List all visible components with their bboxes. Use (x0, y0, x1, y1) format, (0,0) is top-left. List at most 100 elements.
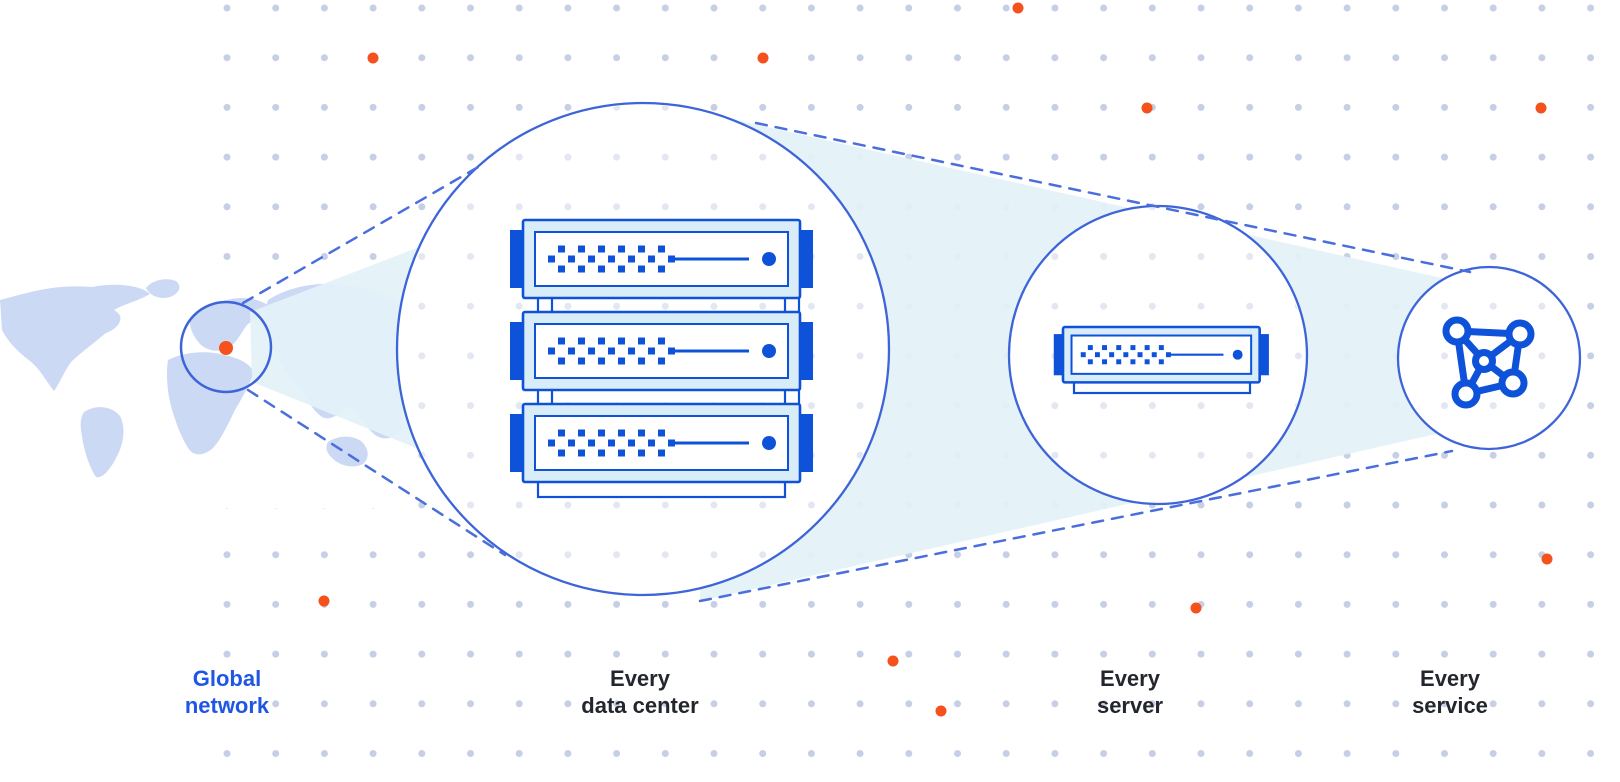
server-led (762, 436, 776, 450)
grid-dot (418, 551, 426, 559)
continent-africa (166, 352, 254, 455)
label-every-service: Every service (1412, 666, 1488, 718)
vent-dot (1144, 359, 1150, 365)
grid-dot (1587, 551, 1595, 559)
grid-dot (710, 4, 718, 12)
grid-dot (661, 600, 669, 608)
grid-dot (320, 750, 328, 757)
grid-dot (1148, 451, 1156, 459)
grid-dot (1489, 54, 1497, 62)
grid-dot (1002, 750, 1010, 757)
grid-dot (1246, 4, 1254, 12)
grid-dot (856, 103, 864, 111)
grid-dot (661, 750, 669, 757)
grid-dot (1489, 600, 1497, 608)
grid-dot (1100, 54, 1108, 62)
grid-dot (1538, 750, 1546, 757)
grid-dot (1392, 103, 1400, 111)
grid-dot (1051, 600, 1059, 608)
grid-dot (1489, 302, 1497, 310)
server-led (1232, 349, 1243, 360)
grid-dot (1392, 253, 1400, 260)
grid-dot (1441, 253, 1448, 260)
grid-dot (710, 203, 718, 211)
grid-dot (1441, 600, 1448, 608)
grid-dot (1343, 501, 1351, 509)
accent-dot-orange (935, 705, 947, 717)
grid-dot (1197, 750, 1205, 757)
grid-dot (954, 103, 961, 111)
grid-dot (807, 750, 815, 757)
grid-dot (564, 551, 572, 559)
vent-dot (598, 449, 605, 457)
grid-dot (1538, 501, 1546, 509)
grid-dot (905, 4, 913, 12)
vent-dot (568, 347, 575, 355)
grid-dot (807, 103, 815, 111)
grid-dot (515, 203, 523, 211)
grid-dot (272, 551, 280, 559)
label-every-server: Every server (1096, 666, 1164, 718)
grid-dot (223, 650, 231, 658)
grid-dot (856, 700, 864, 708)
grid-dot (320, 551, 328, 559)
grid-dot (272, 103, 280, 111)
server-unit (1053, 325, 1269, 384)
grid-dot (1197, 4, 1205, 12)
grid-dot (1051, 551, 1059, 559)
network-node (1442, 316, 1472, 346)
grid-dot (759, 153, 767, 161)
grid-dot (564, 750, 572, 757)
grid-dot (661, 551, 669, 559)
grid-dot (1489, 501, 1497, 509)
grid-dot (1587, 4, 1595, 12)
vent-dot (1165, 352, 1171, 358)
server-tab-right (800, 230, 813, 288)
grid-dot (710, 600, 718, 608)
grid-dot (613, 700, 621, 708)
grid-dot (1051, 750, 1059, 757)
grid-dot (710, 501, 718, 509)
grid-dot (1100, 302, 1108, 310)
vent-dot (618, 357, 625, 365)
grid-dot (272, 700, 280, 708)
vent-dot (558, 337, 565, 345)
vent-dot (668, 347, 675, 355)
grid-dot (710, 650, 718, 658)
grid-dot (272, 750, 280, 757)
label-global-network: Global network (184, 666, 270, 718)
vent-dot (618, 337, 625, 345)
vent-dot (578, 429, 585, 437)
vent-dot (578, 245, 585, 253)
grid-dot (1051, 153, 1059, 161)
grid-dot (1148, 600, 1156, 608)
grid-dot (467, 750, 474, 757)
grid-dot (564, 302, 572, 310)
vent-dot (578, 337, 585, 345)
grid-dot (661, 700, 669, 708)
grid-dot (320, 4, 328, 12)
grid-dot (467, 302, 474, 310)
grid-dot (1587, 153, 1595, 161)
grid-dot (1392, 650, 1400, 658)
server-tab-left (510, 414, 523, 472)
grid-dot (1246, 600, 1254, 608)
vent-dot (558, 245, 565, 253)
grid-dot (1392, 551, 1400, 559)
accent-dot-orange (887, 655, 899, 667)
network-graph-icon (1442, 316, 1535, 409)
vent-dot (658, 429, 665, 437)
grid-dot (418, 203, 426, 211)
grid-dot (1246, 402, 1254, 410)
vent-dot (608, 255, 615, 263)
grid-dot (272, 650, 280, 658)
vent-dot (548, 255, 555, 263)
grid-dot (613, 551, 621, 559)
accent-dot-orange (1541, 553, 1553, 565)
grid-dot (807, 302, 815, 310)
grid-dot (1148, 153, 1156, 161)
grid-dot (1538, 302, 1546, 310)
accent-dot-orange (1012, 2, 1024, 14)
highlight-circle (179, 300, 273, 394)
grid-dot (1441, 402, 1448, 410)
